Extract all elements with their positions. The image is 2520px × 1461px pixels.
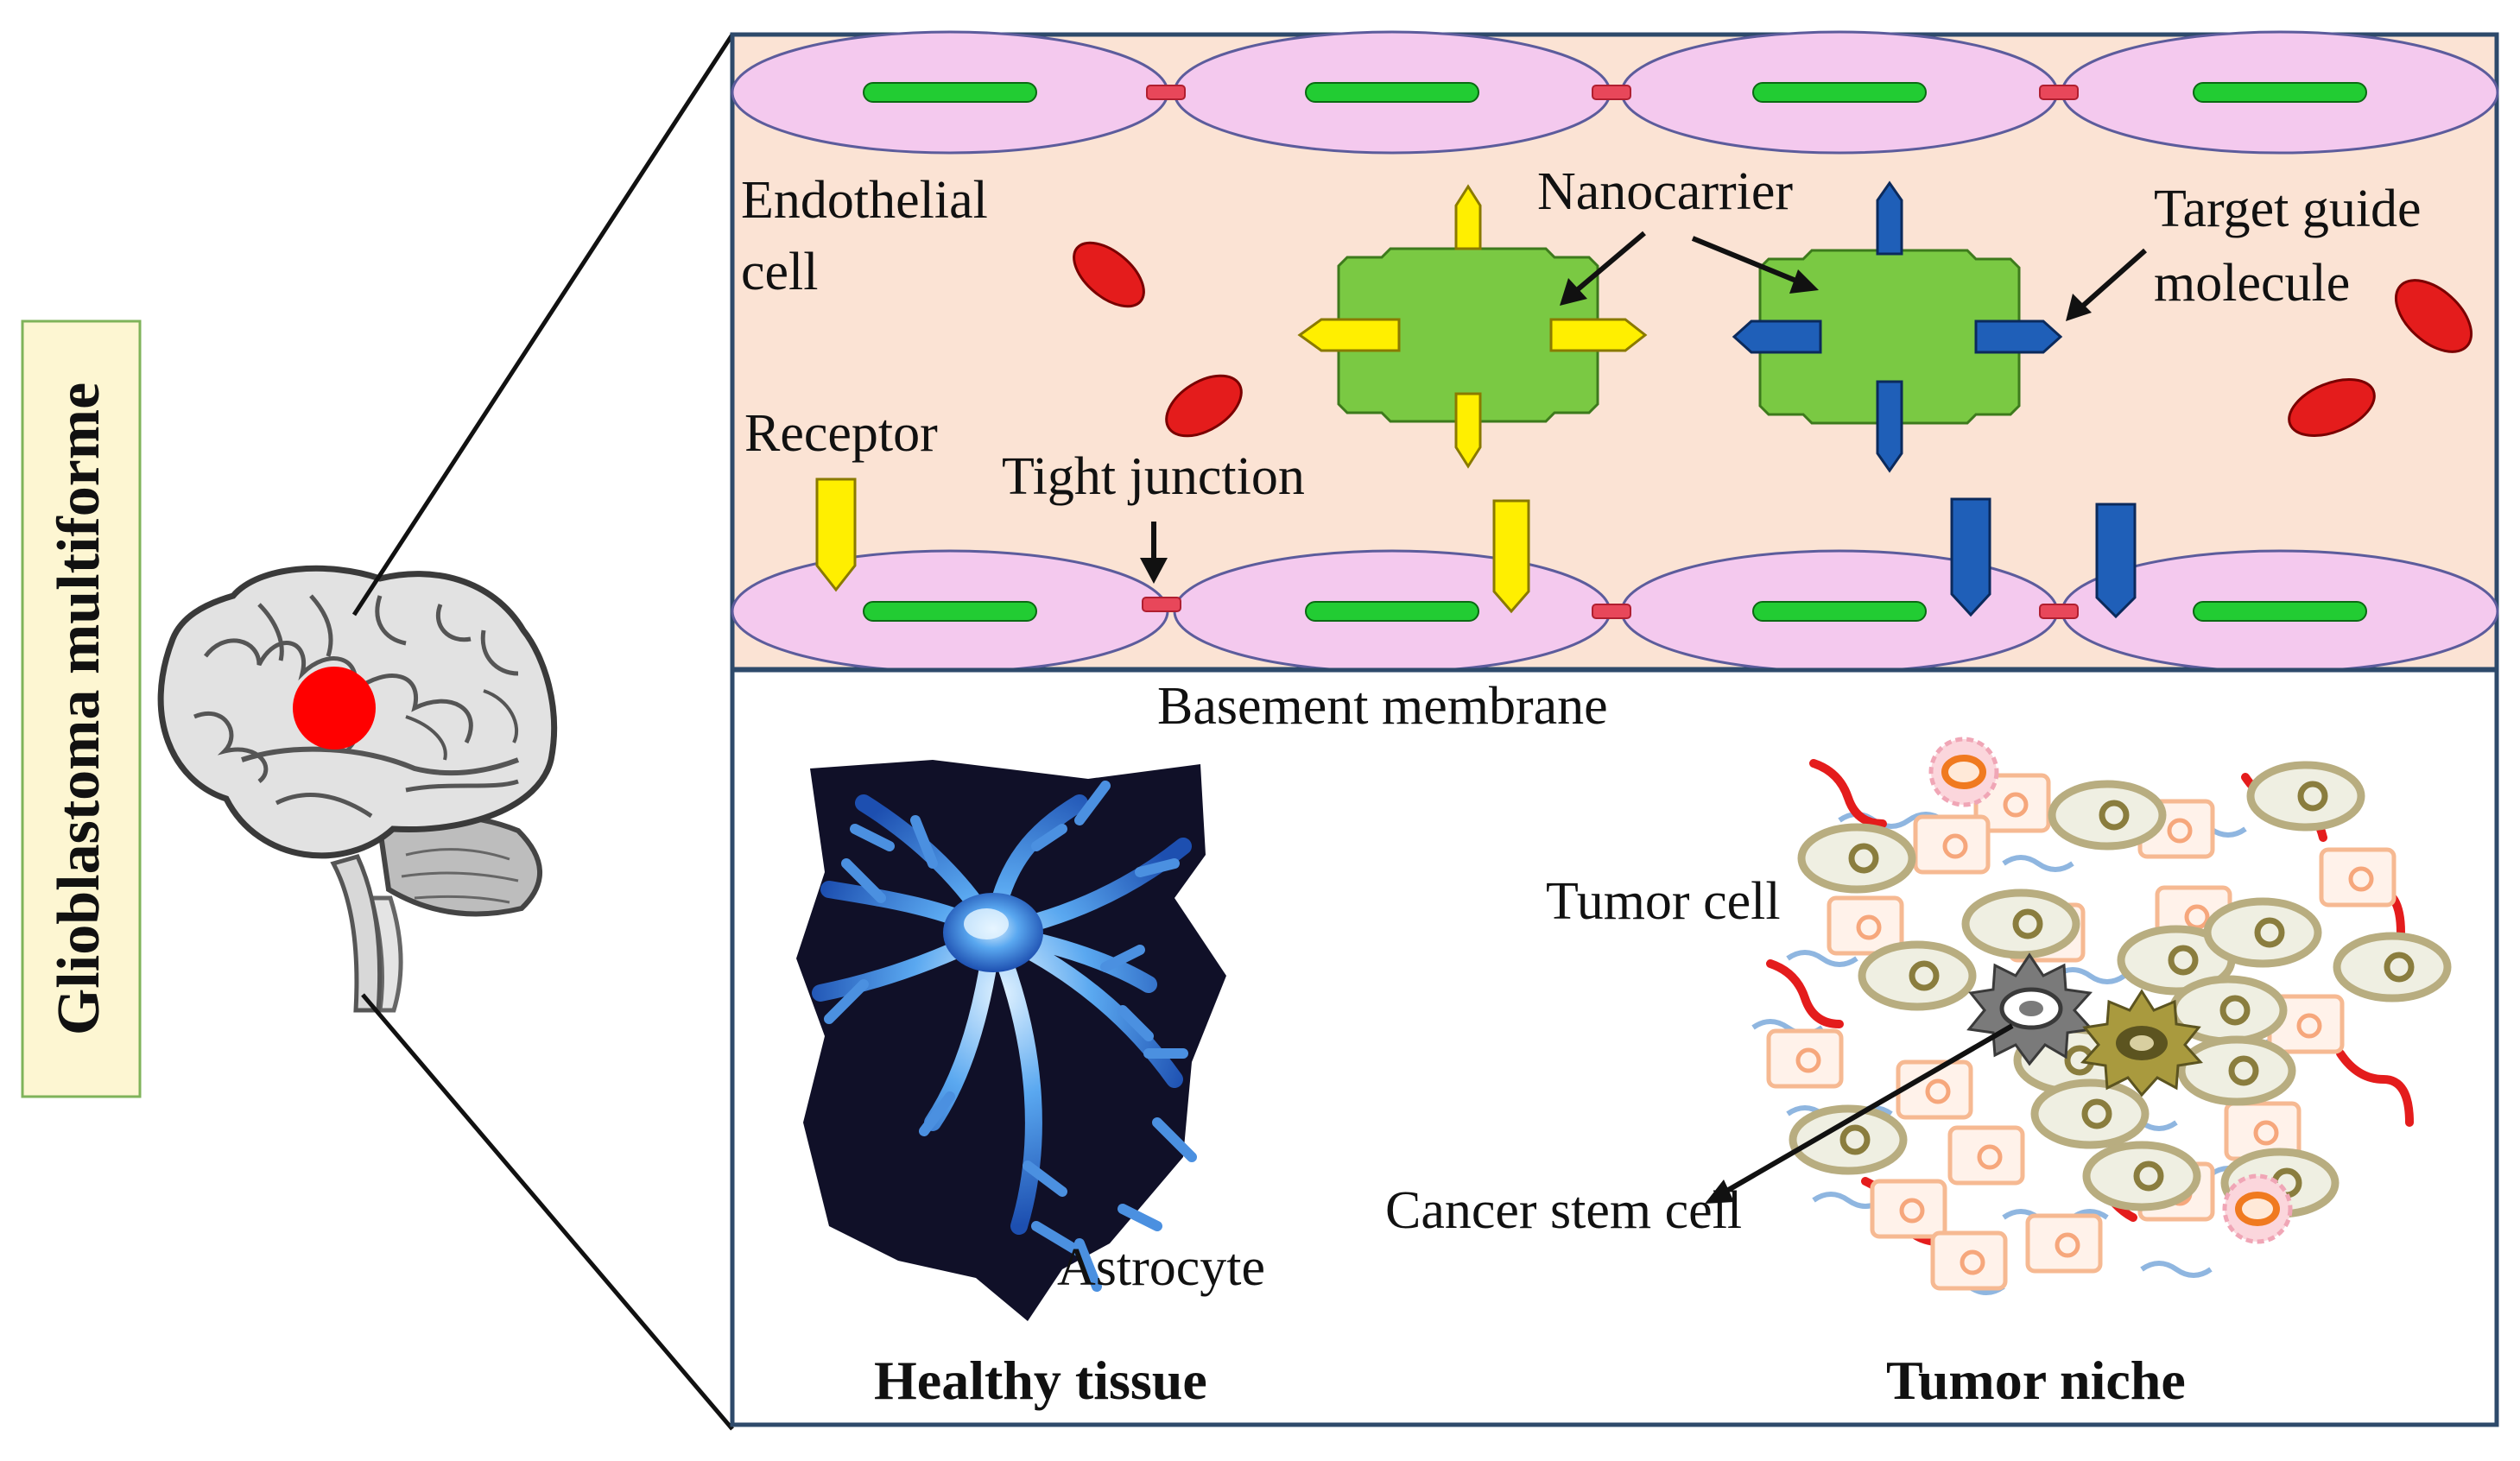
label-target-guide-line1: Target guide bbox=[2154, 180, 2422, 238]
tight-junction bbox=[1142, 597, 1181, 612]
endothelial-cell bbox=[731, 549, 1169, 674]
label-nanocarrier: Nanocarrier bbox=[1537, 162, 1793, 221]
red-blood-cell bbox=[2394, 279, 2473, 353]
annotation-arrows-vessel bbox=[1140, 231, 2147, 584]
label-tumor-niche: Tumor niche bbox=[1886, 1350, 2186, 1411]
endothelial-cell bbox=[731, 30, 1169, 155]
receptor-blue bbox=[2095, 503, 2137, 619]
connector-line-bottom bbox=[361, 993, 734, 1431]
cancer-stem-cells bbox=[1966, 952, 2203, 1097]
ligand-blue bbox=[1974, 319, 2063, 354]
side-title-box: Glioblastoma multiforme bbox=[21, 319, 142, 1098]
endothelial-cell bbox=[1620, 30, 2059, 155]
annotation-arrow-stem-cell bbox=[1705, 1023, 2014, 1204]
ligand-blue bbox=[1876, 180, 1903, 256]
apoptotic-cells bbox=[1928, 737, 2293, 1244]
astrocyte-illustration bbox=[796, 760, 1226, 1321]
label-endothelial-line1: Endothelial bbox=[741, 171, 988, 230]
receptor-yellow bbox=[815, 478, 857, 592]
label-healthy-tissue: Healthy tissue bbox=[874, 1350, 1207, 1411]
label-cancer-stem-cell: Cancer stem cell bbox=[1385, 1181, 1742, 1240]
endothelial-cell bbox=[1173, 549, 1611, 674]
ligand-yellow bbox=[1297, 318, 1401, 352]
tissue-panel: Basement membrane Astrocyte Healthy tiss… bbox=[730, 667, 2499, 1427]
brain-illustration bbox=[157, 565, 558, 1013]
tight-junction bbox=[2039, 85, 2079, 100]
tight-junction bbox=[1592, 85, 1631, 100]
label-endothelial-line2: cell bbox=[741, 243, 819, 301]
receptor-blue bbox=[1950, 497, 1991, 617]
ligand-yellow bbox=[1454, 184, 1482, 250]
endothelial-cell bbox=[1620, 549, 2059, 674]
label-receptor: Receptor bbox=[744, 404, 938, 463]
side-title: Glioblastoma multiforme bbox=[46, 383, 112, 1035]
label-tight-junction: Tight junction bbox=[1002, 447, 1305, 506]
nanocarrier-blue bbox=[1732, 180, 2063, 473]
endothelial-cell bbox=[2061, 30, 2499, 155]
ligand-yellow bbox=[1549, 318, 1648, 352]
red-blood-cell bbox=[1073, 241, 1145, 308]
ligand-blue bbox=[1732, 319, 1822, 354]
endothelial-cell bbox=[1173, 30, 1611, 155]
label-astrocyte: Astrocyte bbox=[1057, 1238, 1265, 1297]
tumor-marker bbox=[293, 667, 376, 749]
nanocarrier-yellow bbox=[1297, 184, 1648, 469]
label-target-guide-line2: molecule bbox=[2154, 254, 2350, 313]
red-blood-cell bbox=[2288, 378, 2376, 437]
connector-line-top bbox=[351, 33, 735, 617]
tight-junction bbox=[2039, 604, 2079, 619]
tight-junction bbox=[1146, 85, 1186, 100]
label-basement-membrane: Basement membrane bbox=[1157, 677, 1608, 736]
tight-junction bbox=[1592, 604, 1631, 619]
receptor-yellow bbox=[1492, 499, 1530, 614]
vessel-panel: Endothelial cell Nanocarrier Target guid… bbox=[730, 30, 2499, 674]
ligand-blue bbox=[1876, 380, 1903, 473]
red-blood-cell bbox=[1165, 374, 1243, 438]
label-tumor-cell: Tumor cell bbox=[1546, 872, 1781, 931]
ligand-yellow bbox=[1454, 392, 1482, 469]
